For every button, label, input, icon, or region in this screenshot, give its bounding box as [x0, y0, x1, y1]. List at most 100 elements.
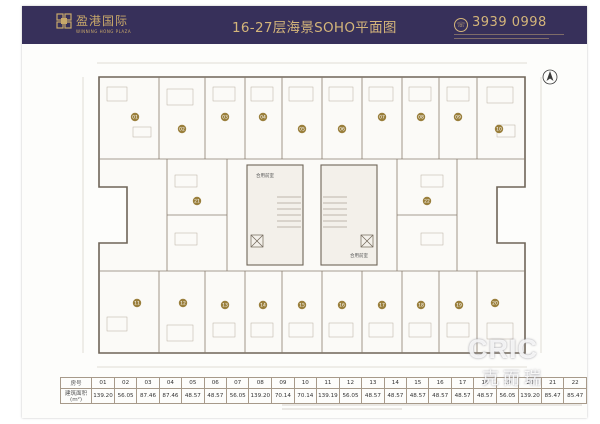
- unit-number-label: 11: [134, 301, 140, 307]
- watermark-cn: 克而瑞: [482, 369, 545, 388]
- unit-number-label: 15: [299, 303, 305, 309]
- unit-number-badge: [337, 124, 347, 134]
- area-value: 85.47: [563, 388, 587, 404]
- area-header-label: 建筑面积(m²): [59, 388, 93, 404]
- area-value: 87.46: [158, 388, 183, 404]
- side-unit-partitions: [167, 159, 457, 271]
- phone-icon: ☏: [454, 18, 468, 32]
- room-number: 01: [91, 377, 115, 389]
- unit-number-badge: [416, 112, 426, 122]
- unit-number-badge: [220, 300, 230, 310]
- room-number: 06: [203, 377, 227, 389]
- room-number: 05: [181, 377, 205, 389]
- unit-number-badge: [258, 300, 268, 310]
- unit-number-label: 22: [424, 199, 430, 205]
- room-number: 14: [383, 377, 408, 389]
- dimension-lines: [82, 62, 542, 368]
- room-number: 15: [406, 377, 430, 389]
- unit-number-label: 08: [418, 115, 424, 121]
- unit-number-label: 01: [132, 115, 138, 121]
- room-number: 16: [428, 377, 452, 389]
- area-value: 56.05: [113, 388, 138, 404]
- logo-icon: [56, 13, 72, 29]
- room-number: 09: [271, 377, 295, 389]
- unit-number-badge: [132, 298, 142, 308]
- room-number: 02: [113, 377, 138, 389]
- room-number: 04: [158, 377, 183, 389]
- header-address-line: [454, 38, 549, 39]
- unit-number-badge: [377, 112, 387, 122]
- unit-number-badge: [192, 196, 202, 206]
- unit-number-label: 20: [492, 301, 498, 307]
- unit-number-badge: [178, 298, 188, 308]
- unit-number-label: 13: [222, 303, 228, 309]
- unit-number-label: 16: [339, 303, 345, 309]
- room-number: 08: [248, 377, 273, 389]
- logo-name: 盈港国际: [76, 14, 129, 28]
- unit-number-label: 03: [222, 115, 228, 121]
- area-value: 139.20: [91, 388, 115, 404]
- room-number: 12: [338, 377, 363, 389]
- logo-english: WINNING HONG PLAZA: [76, 29, 132, 34]
- area-value: 139.20: [248, 388, 273, 404]
- area-value: 48.57: [361, 388, 385, 404]
- unit-number-badge: [337, 300, 347, 310]
- room-number: 03: [136, 377, 160, 389]
- table-row: 建筑面积(m²) 139.20 56.05 87.46 87.46 48.57 …: [59, 388, 587, 404]
- area-value: 48.57: [383, 388, 408, 404]
- area-value: 48.57: [450, 388, 475, 404]
- room-number: 22: [563, 377, 587, 389]
- header-address-line: [454, 34, 564, 35]
- unit-number-badge: [490, 298, 500, 308]
- unit-number-badge: [177, 124, 187, 134]
- unit-number-label: 06: [339, 127, 345, 133]
- area-value: 56.05: [338, 388, 363, 404]
- core-label: 合用前室: [256, 172, 274, 179]
- area-value: 48.57: [181, 388, 205, 404]
- corridors: [99, 158, 525, 272]
- watermark-en: CRIC: [468, 334, 538, 364]
- elevator-stair-core: 合用前室 合用前室: [246, 164, 378, 266]
- floor-plan-sheet: 盈港国际 WINNING HONG PLAZA 16-27层海景SOHO平面图 …: [22, 6, 587, 418]
- unit-number-badge: [453, 112, 463, 122]
- unit-number-label: 07: [379, 115, 385, 121]
- area-value: 48.57: [406, 388, 430, 404]
- area-table: 房号 01 02 03 04 05 06 07 08 09 10 11 12 1…: [59, 377, 587, 404]
- top-unit-partitions: [158, 77, 478, 159]
- unit-number-label: 10: [496, 127, 502, 133]
- unit-number-badge: [258, 112, 268, 122]
- area-value: 56.05: [495, 388, 520, 404]
- room-number: 07: [225, 377, 250, 389]
- unit-number-badge: [220, 112, 230, 122]
- area-value: 70.14: [271, 388, 295, 404]
- unit-number-badge: [297, 124, 307, 134]
- area-value: 48.57: [473, 388, 497, 404]
- area-value: 48.57: [428, 388, 452, 404]
- north-arrow-icon: [542, 69, 558, 85]
- room-number: 10: [293, 377, 318, 389]
- header-bar: 盈港国际 WINNING HONG PLAZA 16-27层海景SOHO平面图 …: [22, 6, 587, 44]
- furniture-hints: [106, 86, 516, 342]
- area-value: 56.05: [225, 388, 250, 404]
- disclaimer-text-lines: [282, 404, 582, 410]
- unit-number-label: 05: [299, 127, 305, 133]
- unit-number-label: 14: [260, 303, 266, 309]
- unit-number-label: 21: [194, 199, 200, 205]
- area-value: 87.46: [136, 388, 160, 404]
- area-value: 139.20: [518, 388, 542, 404]
- room-number: 13: [361, 377, 385, 389]
- watermark: CRIC 克而瑞: [468, 334, 541, 388]
- phone-number: 3939 0998: [472, 15, 547, 30]
- unit-number-badge: [454, 300, 464, 310]
- core-label: 合用前室: [350, 252, 368, 259]
- unit-number-label: 04: [260, 115, 266, 121]
- room-header-label: 房号: [59, 377, 93, 389]
- area-value: 139.19: [316, 388, 340, 404]
- bottom-unit-partitions: [158, 271, 478, 353]
- area-value: 48.57: [203, 388, 227, 404]
- room-number: 11: [316, 377, 340, 389]
- unit-number-label: 02: [179, 127, 185, 133]
- unit-number-label: 09: [455, 115, 461, 121]
- unit-number-badge: [494, 124, 504, 134]
